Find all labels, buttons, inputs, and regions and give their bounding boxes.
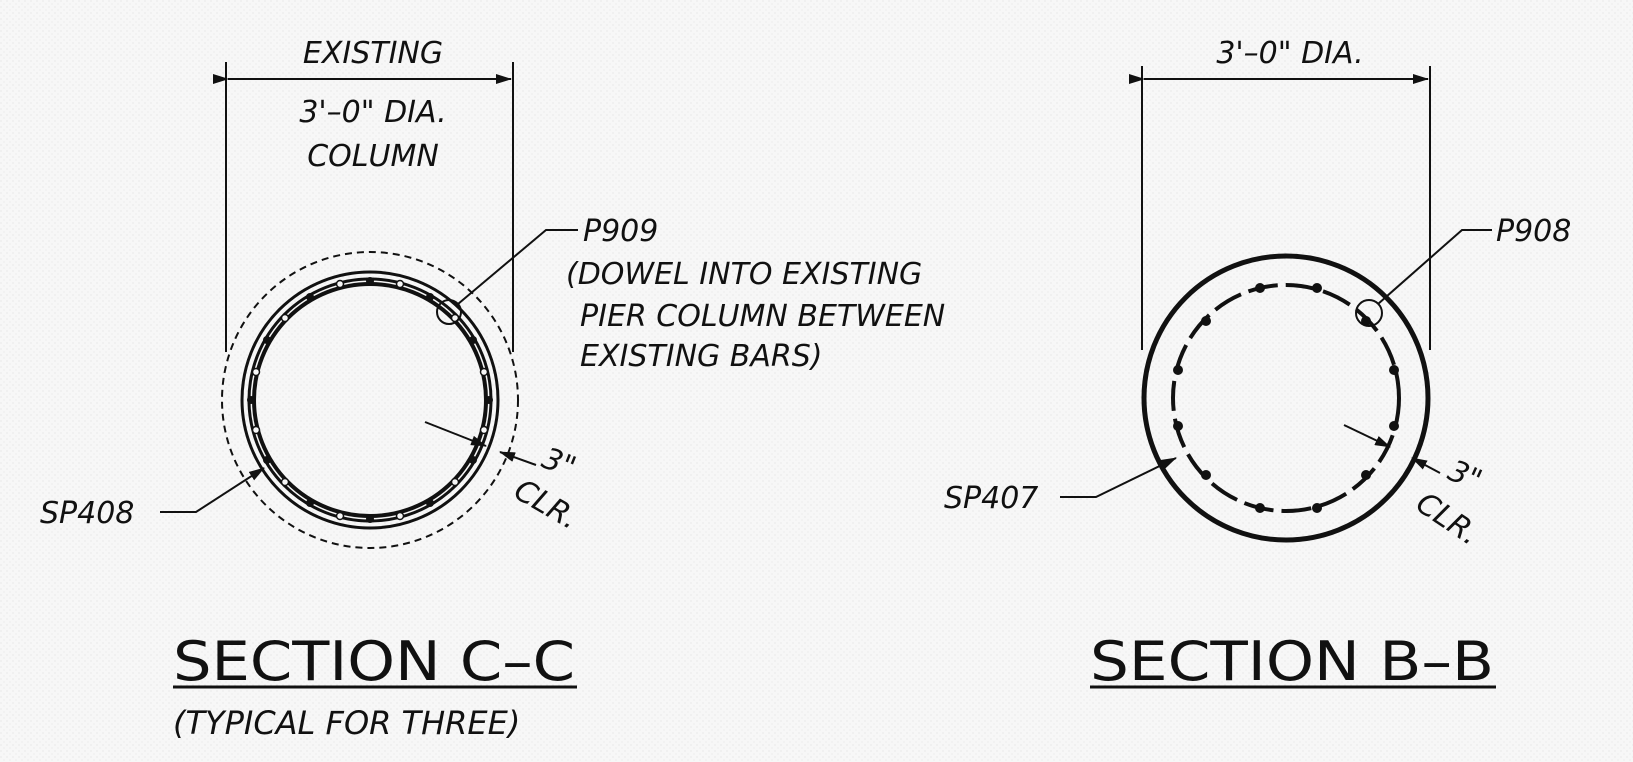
cc-dowel [251,425,261,435]
cc-spiral-leader [160,467,265,513]
section-bb: 3'–0" DIA. P908 SP407 3" [944,36,1571,693]
bb-spiral-label: SP407 [944,481,1038,516]
cc-callout-note-2: PIER COLUMN BETWEEN [580,299,945,334]
bb-bar [1361,470,1371,480]
bb-dimension-label: 3'–0" DIA. [1216,36,1363,71]
bb-bar [1389,365,1399,375]
cc-bar [469,456,477,464]
bb-callout-label: P908 [1496,214,1571,249]
bb-bar [1201,470,1211,480]
cc-dimension-line-1: EXISTING [303,36,443,71]
bb-clear-dim-line [1343,424,1391,448]
cc-bar [263,456,271,464]
cc-bar [306,499,314,507]
bb-bar [1255,503,1265,513]
bb-spiral [1171,283,1401,513]
bb-bar [1389,421,1399,431]
cc-bar [306,293,314,301]
cc-bar [485,396,493,404]
bb-bar [1173,421,1183,431]
cc-dowel [280,313,290,323]
cc-section-title: SECTION C–C [173,630,575,693]
cc-dowel [251,367,261,377]
cc-dimension-line-2: 3'–0" DIA. [299,95,446,130]
cc-longitudinal-bars [247,277,493,523]
cc-callout-marker [436,299,462,325]
cc-callout-leader [457,229,578,305]
cc-section-subtitle: (TYPICAL FOR THREE) [173,704,520,742]
bb-outer-face [1141,253,1431,543]
section-cc: EXISTING 3'–0" DIA. COLUMN [40,36,945,742]
cc-bar [426,293,434,301]
cc-dowel [450,477,460,487]
bb-section-title: SECTION B–B [1090,630,1494,693]
cc-bar [366,277,374,285]
bb-bar [1255,283,1265,293]
bb-bar [1361,316,1371,326]
cc-bar [469,336,477,344]
cc-dowel [479,425,489,435]
bb-bar [1173,365,1183,375]
cc-existing-outline [221,251,519,549]
bb-bar [1312,503,1322,513]
cc-outer-face [240,270,500,530]
cc-bar [263,336,271,344]
cc-bar [366,515,374,523]
cc-clear-dim-line [424,421,487,447]
bb-callout-leader [1377,229,1492,305]
cc-callout-label: P909 [583,214,658,249]
bb-spiral-leader [1060,457,1177,498]
cc-dowel [335,279,345,289]
cc-bar [426,499,434,507]
bb-callout-marker [1355,299,1383,327]
cc-dowel [395,279,405,289]
cc-dimension-line-3: COLUMN [307,139,439,174]
cc-dowel [280,477,290,487]
bb-clear-dim-line-2 [1411,457,1441,474]
bb-bar [1312,283,1322,293]
cc-spiral-label: SP408 [40,496,134,531]
cc-dowel [335,511,345,521]
cc-callout-note-1: (DOWEL INTO EXISTING [566,257,922,292]
cc-dowel-bars [251,279,489,521]
cc-callout-note-3: EXISTING BARS) [580,339,823,374]
bb-longitudinal-bars [1173,283,1399,513]
cc-clear-dim-line-2 [499,451,537,466]
cc-dowel [479,367,489,377]
cc-dowel [395,511,405,521]
cc-bar [247,396,255,404]
bb-bar [1201,316,1211,326]
